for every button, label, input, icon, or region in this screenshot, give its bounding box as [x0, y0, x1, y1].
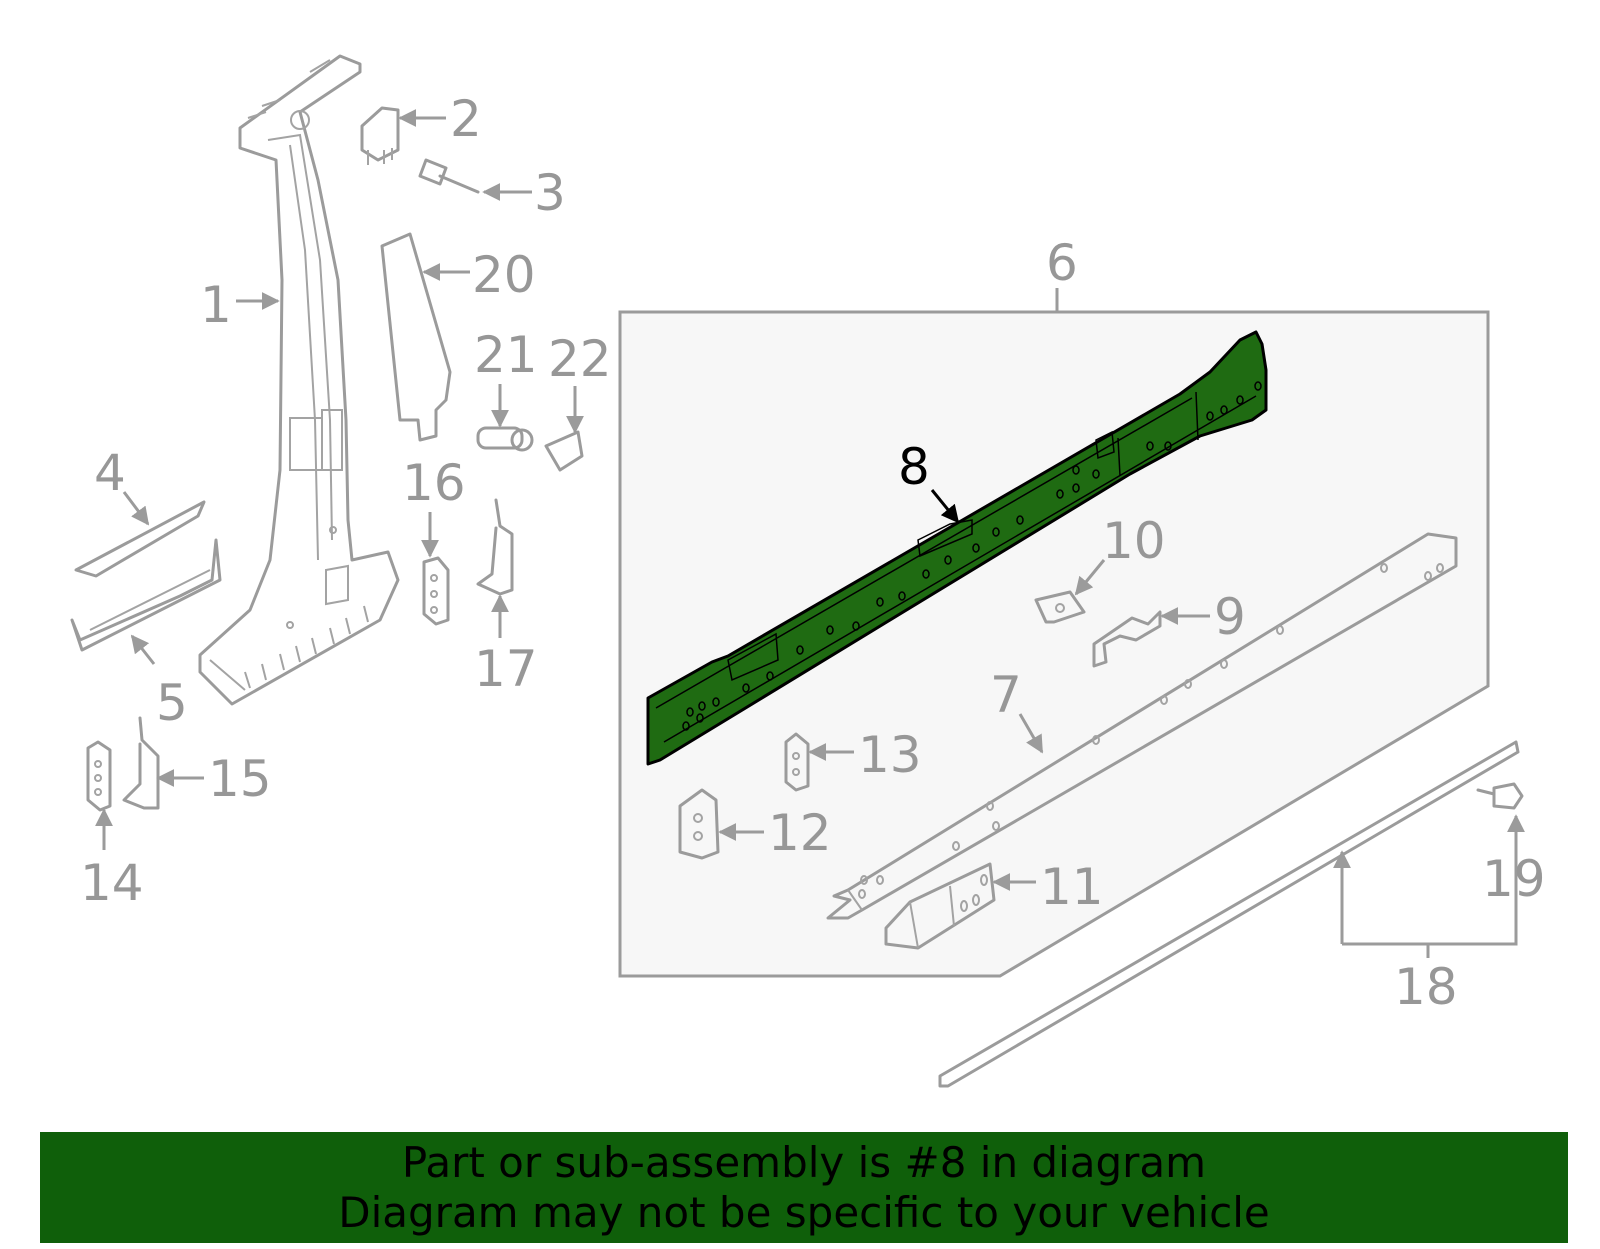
- callout-3[interactable]: 3: [534, 164, 566, 222]
- leader-8: [930, 489, 960, 524]
- diagram-canvas: 1 2 3 4 5 6 7 8 9 10 11 12 13 14 15 16 1…: [70, 54, 1546, 1088]
- part-5-reinforcement[interactable]: [70, 538, 222, 652]
- leader-4: [122, 491, 150, 526]
- part-8-rocker-panel[interactable]: [646, 330, 1268, 766]
- part-20-trim[interactable]: [380, 232, 452, 442]
- part-12-bracket[interactable]: [678, 788, 720, 860]
- part-14-bracket[interactable]: [86, 740, 112, 812]
- part-11-bracket[interactable]: [884, 862, 996, 950]
- callout-13[interactable]: 13: [858, 726, 922, 784]
- info-banner: Part or sub-assembly is #8 in diagram Di…: [40, 1132, 1568, 1243]
- part-19-clip[interactable]: [1476, 782, 1524, 810]
- part-10-bracket[interactable]: [1034, 590, 1086, 624]
- part-2-bracket[interactable]: [360, 106, 400, 165]
- leader-5: [130, 634, 156, 665]
- callout-6[interactable]: 6: [1046, 234, 1078, 292]
- callout-5[interactable]: 5: [156, 674, 188, 732]
- callout-1[interactable]: 1: [200, 276, 232, 334]
- callout-10[interactable]: 10: [1102, 512, 1166, 570]
- part-17-bracket[interactable]: [476, 498, 514, 596]
- part-1-b-pillar[interactable]: [198, 54, 400, 706]
- callout-15[interactable]: 15: [208, 750, 272, 808]
- part-9-bracket[interactable]: [1092, 610, 1162, 668]
- leader-18: [1342, 814, 1525, 946]
- callout-2[interactable]: 2: [450, 90, 482, 148]
- callout-21[interactable]: 21: [474, 326, 538, 384]
- banner-line-disclaimer: Diagram may not be specific to your vehi…: [338, 1187, 1270, 1237]
- callout-17[interactable]: 17: [474, 640, 538, 698]
- part-4-strip[interactable]: [74, 500, 206, 578]
- part-22-clip[interactable]: [544, 430, 584, 472]
- part-3-bolt[interactable]: [418, 158, 480, 194]
- part-16-bracket[interactable]: [422, 556, 450, 626]
- part-7-inner-sill[interactable]: [826, 532, 1458, 920]
- callout-18[interactable]: 18: [1394, 958, 1458, 1016]
- part-21-screw[interactable]: [476, 426, 534, 452]
- assembly-box: [618, 310, 1490, 978]
- part-18-moulding[interactable]: [938, 740, 1520, 1088]
- callout-11[interactable]: 11: [1040, 858, 1104, 916]
- part-13-bracket[interactable]: [784, 732, 810, 792]
- part-15-bracket[interactable]: [122, 716, 160, 810]
- callout-12[interactable]: 12: [768, 804, 832, 862]
- callout-22[interactable]: 22: [548, 330, 612, 388]
- callout-19[interactable]: 19: [1482, 850, 1546, 908]
- callout-4[interactable]: 4: [94, 444, 126, 502]
- callout-8[interactable]: 8: [898, 438, 930, 496]
- banner-line-part: Part or sub-assembly is #8 in diagram: [401, 1137, 1207, 1187]
- leader-10: [1074, 559, 1106, 596]
- callout-9[interactable]: 9: [1214, 588, 1246, 646]
- callout-20[interactable]: 20: [472, 246, 536, 304]
- callout-16[interactable]: 16: [402, 454, 466, 512]
- callout-14[interactable]: 14: [80, 854, 144, 912]
- callout-7[interactable]: 7: [990, 666, 1022, 724]
- leader-7: [1018, 713, 1044, 754]
